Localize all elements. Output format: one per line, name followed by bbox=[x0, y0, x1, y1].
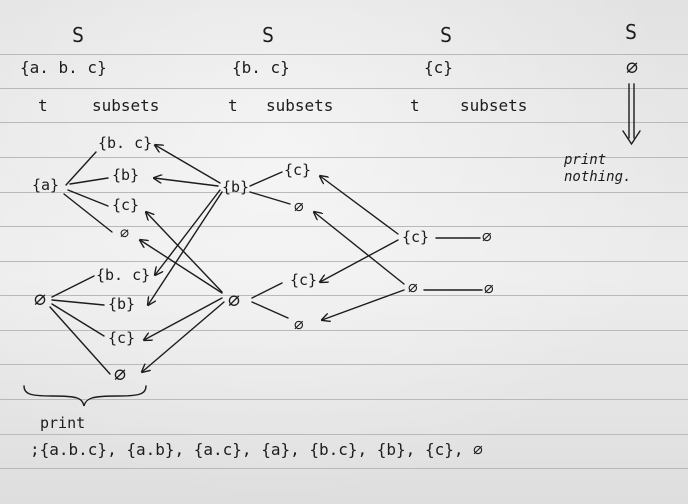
column-set: {a. b. c} bbox=[20, 58, 107, 77]
edge bbox=[144, 297, 223, 340]
node-set: {c} bbox=[284, 161, 312, 179]
edge bbox=[322, 289, 405, 320]
node-set: {b. c} bbox=[98, 134, 153, 152]
node-set: {c} bbox=[112, 196, 140, 214]
edge bbox=[67, 189, 109, 207]
edge bbox=[140, 240, 223, 294]
column-t: t bbox=[38, 96, 48, 115]
ruled-line bbox=[0, 364, 688, 365]
edge bbox=[154, 178, 219, 187]
node-empty: ∅ bbox=[34, 287, 47, 311]
edge bbox=[63, 193, 113, 233]
node-empty: ∅ bbox=[120, 224, 130, 242]
ruled-line bbox=[0, 434, 688, 435]
edge bbox=[148, 191, 223, 305]
ruled-line bbox=[0, 54, 688, 55]
column-caption: subsets bbox=[460, 96, 528, 115]
edge bbox=[155, 145, 221, 184]
column-set: {c} bbox=[424, 58, 453, 77]
edge bbox=[249, 171, 283, 187]
column-set: {b. c} bbox=[232, 58, 290, 77]
edge bbox=[320, 176, 399, 235]
node-set: {c} bbox=[290, 271, 318, 289]
edge bbox=[51, 299, 105, 306]
node-empty: ∅ bbox=[482, 227, 492, 246]
node-empty: ∅ bbox=[294, 315, 304, 334]
edge bbox=[155, 189, 221, 275]
edge bbox=[314, 212, 405, 285]
edge bbox=[249, 191, 291, 205]
ruled-line bbox=[0, 192, 688, 193]
ruled-line bbox=[0, 261, 688, 262]
edge bbox=[65, 151, 97, 186]
edge bbox=[49, 306, 111, 375]
result-list: ;{a.b.c}, {a.b}, {a.c}, {a}, {b.c}, {b},… bbox=[30, 440, 483, 459]
column-caption: subsets bbox=[92, 96, 160, 115]
node-empty: ∅ bbox=[408, 278, 418, 297]
down-arrow-head bbox=[622, 130, 641, 146]
edge bbox=[251, 301, 289, 319]
node-empty: ∅ bbox=[294, 197, 304, 216]
node-set: {c} bbox=[108, 329, 136, 347]
ruled-line bbox=[0, 122, 688, 123]
edge bbox=[320, 239, 399, 282]
brace-icon bbox=[23, 385, 147, 407]
column-head: S bbox=[625, 20, 638, 44]
ruled-line bbox=[0, 88, 688, 89]
empty-note: print nothing. bbox=[564, 152, 632, 185]
column-head: S bbox=[262, 23, 275, 47]
edge bbox=[69, 177, 109, 185]
node-set: {b. c} bbox=[96, 266, 151, 284]
edge bbox=[142, 301, 225, 372]
ruled-line bbox=[0, 399, 688, 400]
node-set: {b} bbox=[112, 166, 140, 184]
edge bbox=[51, 303, 105, 337]
ruled-line bbox=[0, 330, 688, 331]
ruled-line bbox=[0, 157, 688, 158]
node-empty: ∅ bbox=[114, 362, 127, 386]
column-caption: subsets bbox=[266, 96, 334, 115]
column-t: t bbox=[410, 96, 420, 115]
column-head: S bbox=[72, 23, 85, 47]
node-b: {b} bbox=[222, 178, 250, 196]
column-t: t bbox=[228, 96, 238, 115]
edge bbox=[51, 275, 95, 298]
ruled-line bbox=[0, 226, 688, 227]
node-c: {c} bbox=[402, 228, 430, 246]
ruled-line bbox=[0, 468, 688, 469]
node-set: {b} bbox=[108, 295, 136, 313]
ruled-line bbox=[0, 295, 688, 296]
print-label: print bbox=[40, 414, 86, 432]
column-set: ∅ bbox=[626, 55, 639, 79]
node-empty: ∅ bbox=[228, 288, 241, 312]
node-empty: ∅ bbox=[484, 279, 494, 298]
edge bbox=[146, 212, 223, 293]
edge bbox=[251, 282, 283, 299]
node-a: {a} bbox=[32, 176, 60, 194]
column-head: S bbox=[440, 23, 453, 47]
